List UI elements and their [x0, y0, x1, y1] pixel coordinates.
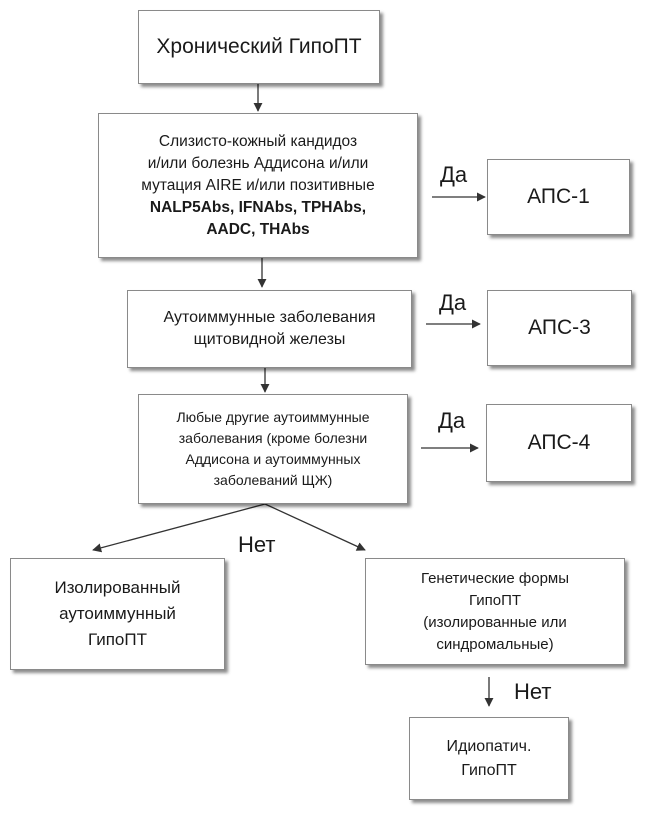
node-thyroid-disease: Аутоиммунные заболевания щитовидной желе… [127, 290, 412, 368]
label-no-idiopathic: Нет [514, 679, 552, 704]
other-line-4: заболеваний ЩЖ) [213, 472, 333, 488]
isolated-line-1: Изолированный [54, 578, 181, 597]
genetic-line-3: (изолированные или [423, 613, 567, 631]
other-line-1: Любые другие аутоиммунные [176, 409, 370, 425]
criteria-line-1: Слизисто-кожный кандидоз [158, 132, 358, 150]
thyroid-line-1: Аутоиммунные заболевания [163, 309, 376, 326]
node-aps3-text: АПС-3 [528, 316, 591, 339]
arrow-other-to-genetic [264, 503, 366, 551]
criteria-line-4: NALP5Abs, IFNAbs, TPHAbs, [149, 198, 367, 216]
node-aps1-text: АПС-1 [527, 185, 590, 208]
idiopathic-line-1: Идиопатич. [446, 737, 532, 755]
node-idiopathic: Идиопатич. ГипоПТ [409, 717, 569, 800]
idiopathic-line-2: ГипоПТ [461, 761, 517, 779]
node-aps4: АПС-4 [486, 404, 632, 482]
criteria-line-2: и/или болезнь Аддисона и/или [147, 154, 369, 172]
node-chronic-hypopt: Хронический ГипоПТ [138, 10, 380, 84]
criteria-line-5: AADC, THAbs [206, 220, 310, 238]
node-aps4-text: АПС-4 [527, 431, 591, 454]
node-other-autoimmune: Любые другие аутоиммунные заболевания (к… [138, 394, 408, 504]
label-yes-aps3: Да [439, 290, 467, 315]
criteria-line-3: мутация AIRE и/или позитивные [141, 176, 375, 194]
node-isolated-autoimmune: Изолированный аутоиммунный ГипоПТ [10, 558, 225, 670]
node-genetic-forms: Генетические формы ГипоПТ (изолированные… [365, 558, 625, 665]
other-line-3: Аддисона и аутоиммунных [185, 451, 361, 467]
other-line-2: заболевания (кроме болезни [178, 430, 368, 446]
genetic-line-2: ГипоПТ [468, 591, 522, 609]
label-yes-aps1: Да [440, 162, 468, 187]
node-aps1-criteria: Слизисто-кожный кандидоз и/или болезнь А… [98, 113, 418, 258]
thyroid-line-2: щитовидной железы [193, 331, 346, 348]
isolated-line-3: ГипоПТ [87, 630, 147, 649]
genetic-line-4: синдромальные) [436, 635, 554, 653]
node-aps3: АПС-3 [487, 290, 632, 366]
label-yes-aps4: Да [438, 408, 466, 433]
isolated-line-2: аутоиммунный [59, 604, 176, 623]
label-no-branch: Нет [238, 532, 276, 557]
arrow-other-to-isolated [92, 503, 266, 553]
node-aps1: АПС-1 [487, 159, 630, 235]
genetic-line-1: Генетические формы [420, 569, 570, 587]
node-chronic-text: Хронический ГипоПТ [156, 35, 362, 58]
